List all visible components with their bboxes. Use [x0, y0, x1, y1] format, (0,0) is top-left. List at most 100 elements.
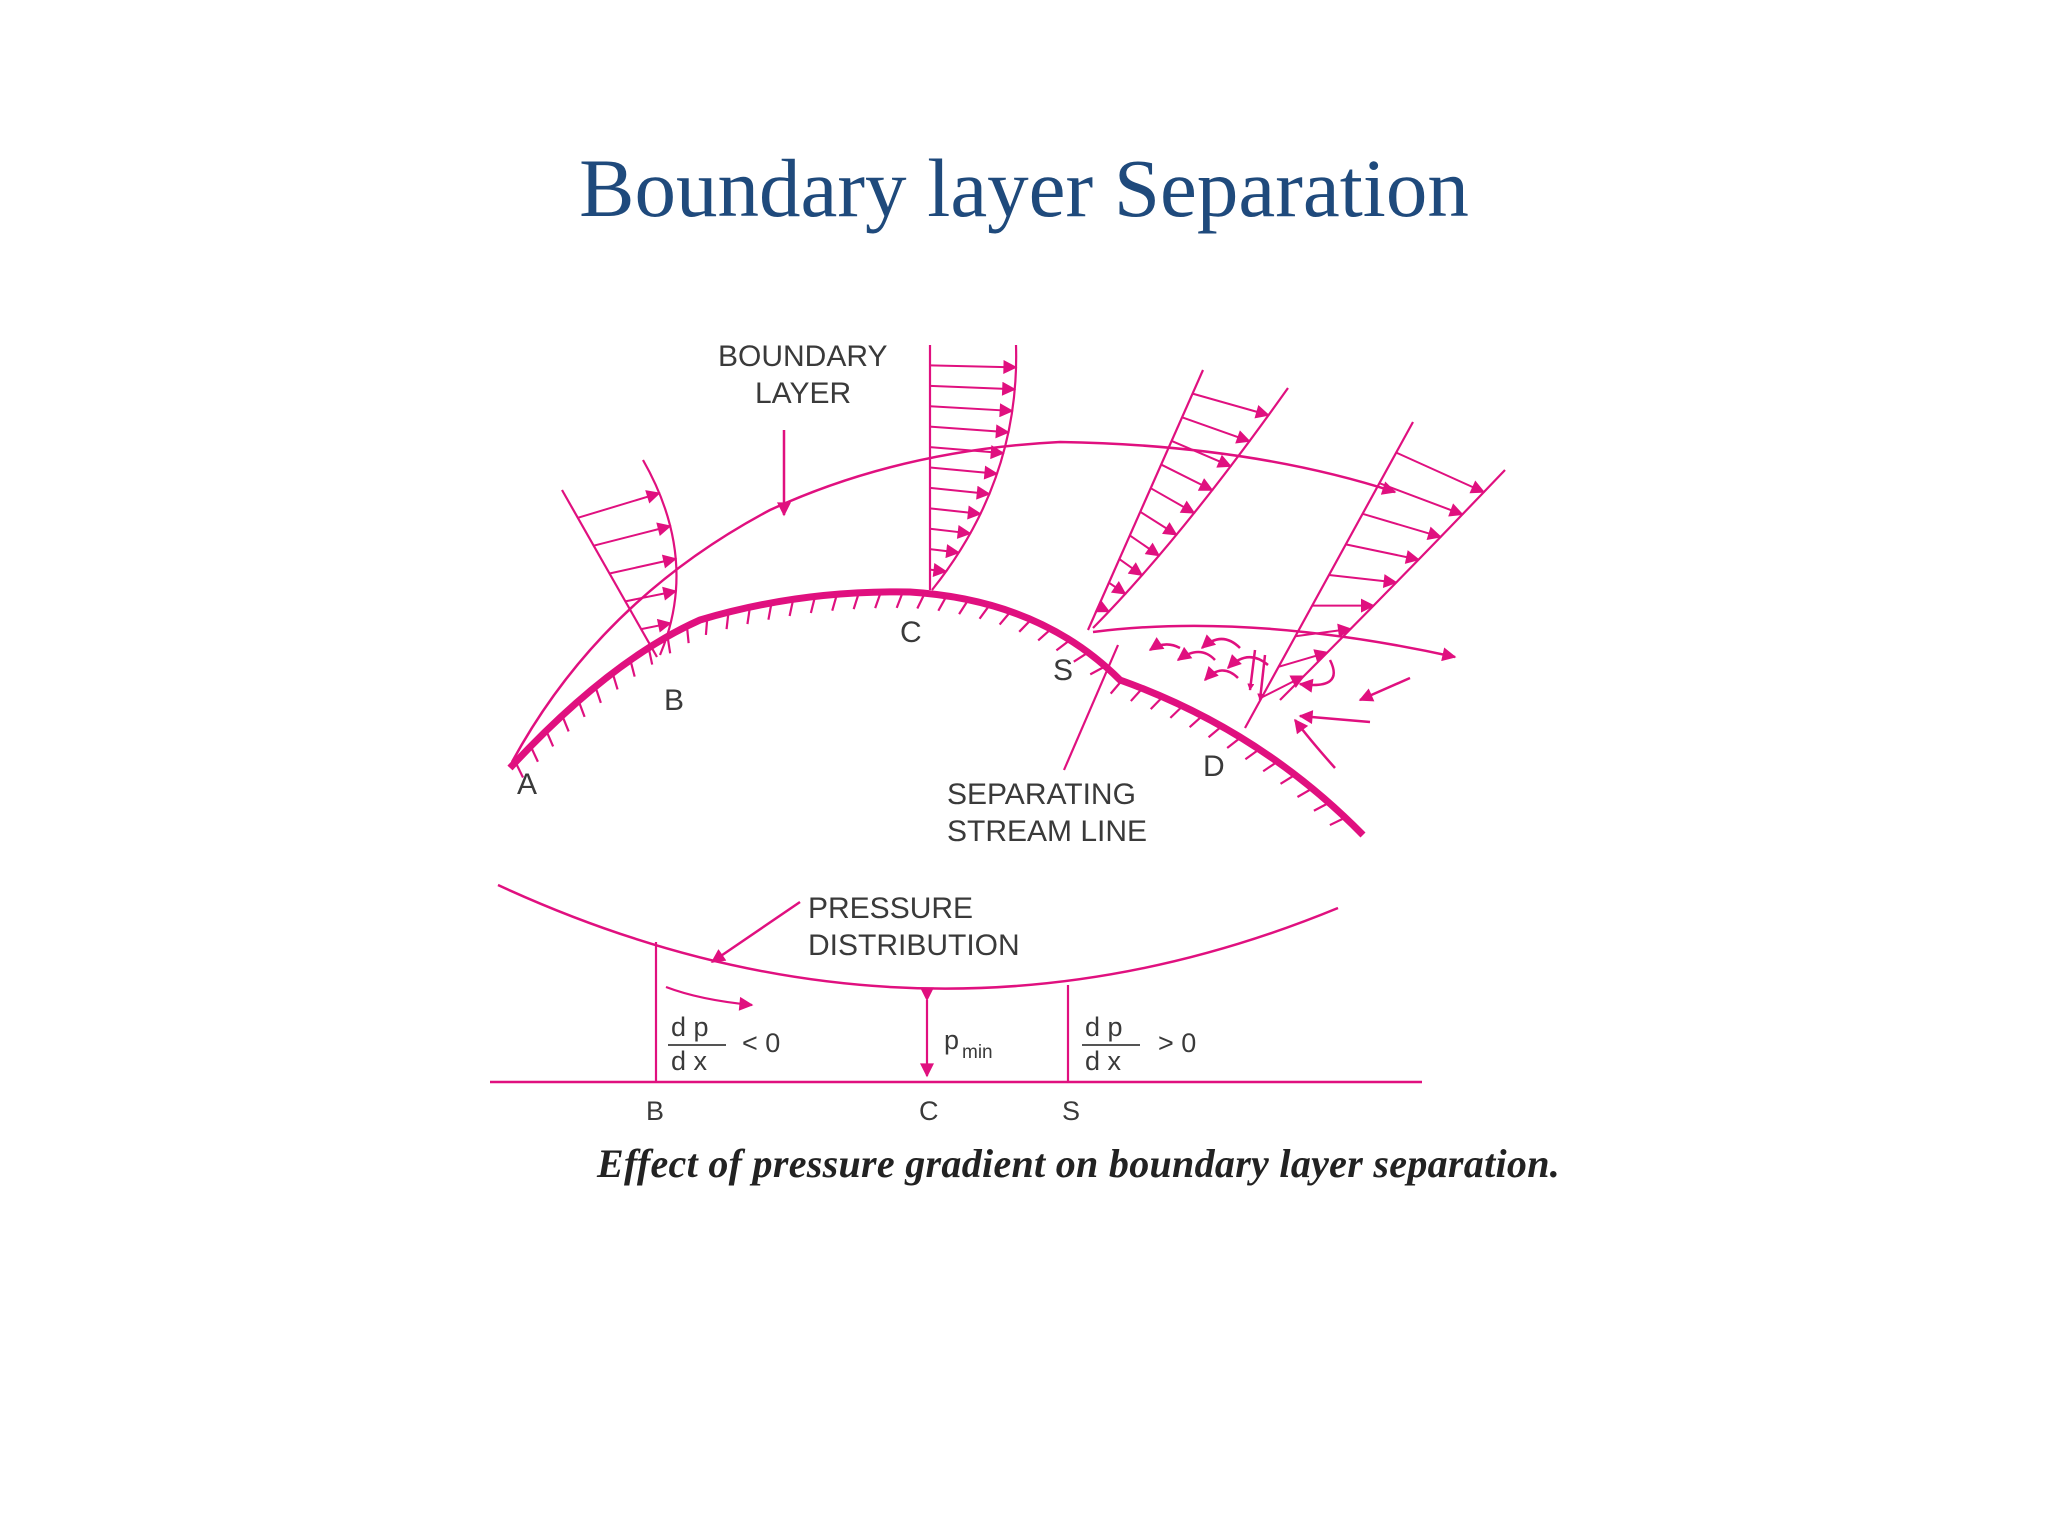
- hatch-mark: [1130, 687, 1144, 702]
- hatch-mark: [666, 636, 672, 654]
- label-point-b: B: [664, 684, 684, 717]
- hatch-mark: [978, 604, 991, 620]
- label-dp-right: d p: [1085, 1012, 1123, 1042]
- hatch-mark: [788, 599, 795, 617]
- label-point-d: D: [1203, 750, 1225, 783]
- slide-title: Boundary layer Separation: [579, 142, 1469, 234]
- hatch-mark: [1109, 679, 1123, 695]
- hatch-mark: [594, 686, 602, 704]
- hatch-mark: [937, 595, 948, 612]
- hatch-mark: [1226, 736, 1242, 749]
- velocity-arrow: [1129, 534, 1161, 557]
- velocity-arrow: [929, 485, 991, 500]
- velocity-arrow: [1261, 675, 1306, 699]
- hatch-mark: [1296, 787, 1313, 798]
- hatch-mark: [561, 715, 570, 732]
- velocity-arrow: [1118, 558, 1144, 577]
- hatch-mark: [577, 700, 586, 718]
- velocity-arrow: [1328, 574, 1398, 589]
- hatch-mark: [1055, 639, 1071, 652]
- label-boundary-layer-2: LAYER: [755, 377, 851, 410]
- hatch-mark: [529, 745, 539, 763]
- label-separating-1: SEPARATING: [947, 778, 1136, 811]
- velocity-arrow: [1094, 599, 1111, 613]
- hatch-mark: [1207, 725, 1223, 739]
- label-dp-left: d p: [671, 1012, 709, 1042]
- velocity-arrow: [1345, 543, 1420, 564]
- label-point-c: C: [900, 616, 922, 649]
- velocity-profile-d: [1244, 421, 1506, 729]
- pressure-curve: [497, 883, 1339, 990]
- hatch-mark: [809, 596, 817, 614]
- velocity-arrow: [929, 360, 1018, 375]
- velocity-profile-s: [1086, 369, 1289, 631]
- velocity-arrow: [929, 381, 1017, 396]
- separating-stream-line: [1092, 624, 1457, 662]
- velocity-arrow: [929, 465, 999, 480]
- velocity-arrow: [929, 424, 1010, 439]
- velocity-arrow: [1139, 510, 1178, 536]
- recirculation-eddies: [1148, 634, 1411, 769]
- velocity-arrow: [1171, 439, 1232, 468]
- velocity-arrow: [1295, 623, 1353, 638]
- velocity-arrows-s: [1094, 392, 1270, 613]
- velocity-arrow: [640, 618, 673, 633]
- label-p-min-sub: min: [962, 1042, 993, 1063]
- hatch-mark: [1037, 628, 1052, 642]
- figure-caption: Effect of pressure gradient on boundary …: [597, 1141, 1561, 1186]
- label-point-a: A: [517, 768, 537, 801]
- hatch-mark: [1313, 801, 1330, 812]
- velocity-arrow: [1379, 482, 1464, 517]
- velocity-arrow: [1150, 487, 1196, 514]
- hatch-mark: [958, 599, 970, 615]
- hatch-mark: [916, 592, 926, 609]
- velocity-arrows-c: [929, 360, 1018, 577]
- velocity-arrow: [609, 554, 678, 575]
- velocity-arrow: [1108, 581, 1127, 595]
- hatch-mark: [1279, 773, 1296, 785]
- velocity-arrow: [929, 563, 948, 577]
- velocity-arrow: [625, 586, 678, 603]
- velocity-arrow: [1362, 512, 1442, 541]
- hatch-mark: [629, 659, 636, 677]
- label-boundary-layer-1: BOUNDARY: [718, 340, 887, 373]
- velocity-arrow: [1395, 451, 1486, 494]
- pressure-pointer: [710, 900, 801, 964]
- label-dx-right: d x: [1085, 1046, 1122, 1076]
- velocity-arrow: [577, 490, 661, 519]
- hatch-mark: [1149, 696, 1164, 710]
- hatch-mark: [1018, 618, 1032, 633]
- velocity-arrow: [1160, 463, 1214, 491]
- hatch-mark: [874, 591, 882, 609]
- hatch-mark: [1244, 748, 1260, 761]
- hatch-mark: [1262, 760, 1278, 773]
- label-gt-zero: > 0: [1158, 1028, 1196, 1058]
- velocity-arrow: [929, 544, 961, 559]
- hatch-mark: [725, 612, 730, 630]
- velocity-arrow: [1278, 649, 1329, 668]
- hatch-mark: [1089, 665, 1106, 676]
- hatch-mark: [895, 591, 904, 609]
- label-pressure-1: PRESSURE: [808, 892, 973, 925]
- axis-label-b: B: [646, 1096, 664, 1126]
- hatch-mark: [831, 593, 838, 612]
- velocity-arrows-b: [577, 490, 678, 633]
- velocity-profile-b: [561, 459, 678, 658]
- velocity-arrow: [1181, 416, 1251, 444]
- hatch-mark: [998, 610, 1012, 626]
- label-point-s: S: [1053, 654, 1073, 687]
- favorable-gradient-arrow: [665, 985, 754, 1011]
- hatch-mark: [1329, 816, 1346, 827]
- hatch-mark: [545, 730, 555, 747]
- label-separating-2: STREAM LINE: [947, 815, 1147, 848]
- velocity-arrow: [929, 445, 1005, 460]
- hatch-mark: [1188, 715, 1204, 729]
- label-lt-zero: < 0: [742, 1028, 780, 1058]
- label-p-min: p: [944, 1025, 959, 1055]
- velocity-arrow: [1192, 392, 1270, 419]
- separating-line-pointer: [1062, 644, 1120, 771]
- wall-hatching: [514, 591, 1346, 827]
- velocity-arrow: [929, 525, 972, 539]
